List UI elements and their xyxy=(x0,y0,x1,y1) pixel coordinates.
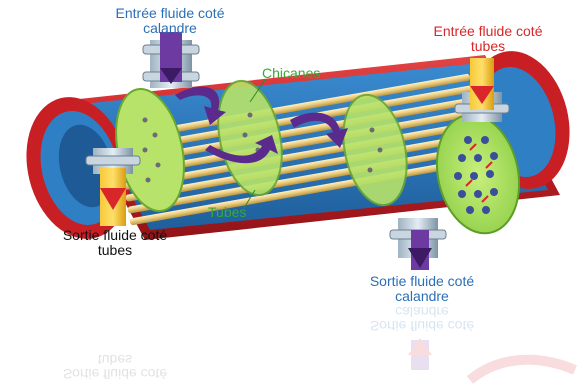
tube-inlet-arrow-icon xyxy=(470,86,494,104)
tube-inlet-nozzle xyxy=(454,58,510,122)
exchanger-illustration xyxy=(26,32,570,270)
shell-outlet-arrow-icon xyxy=(408,248,432,268)
shell-flow-arrows xyxy=(175,86,348,164)
tube-outlet-arrow-icon xyxy=(100,188,126,210)
tube-inlet-label: Entrée fluide coté tubes xyxy=(433,23,543,54)
tubes-label: Tubes xyxy=(208,204,247,220)
mirror-reflection: calandre Sortie fluide coté tubes Sortie… xyxy=(0,300,582,385)
tube-outlet-nozzle xyxy=(85,148,141,226)
shell-outlet-nozzle xyxy=(389,218,447,270)
shell-inlet-arrow-icon xyxy=(160,68,182,84)
baffles xyxy=(115,79,408,213)
reflection-shapes xyxy=(408,338,577,384)
baffle-3 xyxy=(342,93,408,207)
shell-inlet-label: Entrée fluide coté calandre xyxy=(115,5,225,36)
shell-inlet-nozzle xyxy=(142,32,200,88)
leader-lines xyxy=(243,79,266,209)
baffle-2 xyxy=(217,79,283,197)
baffles-label: Chicanes xyxy=(262,65,321,81)
tube-outlet-label: Sortie fluide coté tubes xyxy=(62,227,168,258)
shell-outlet-label: Sortie fluide coté calandre xyxy=(369,273,475,304)
